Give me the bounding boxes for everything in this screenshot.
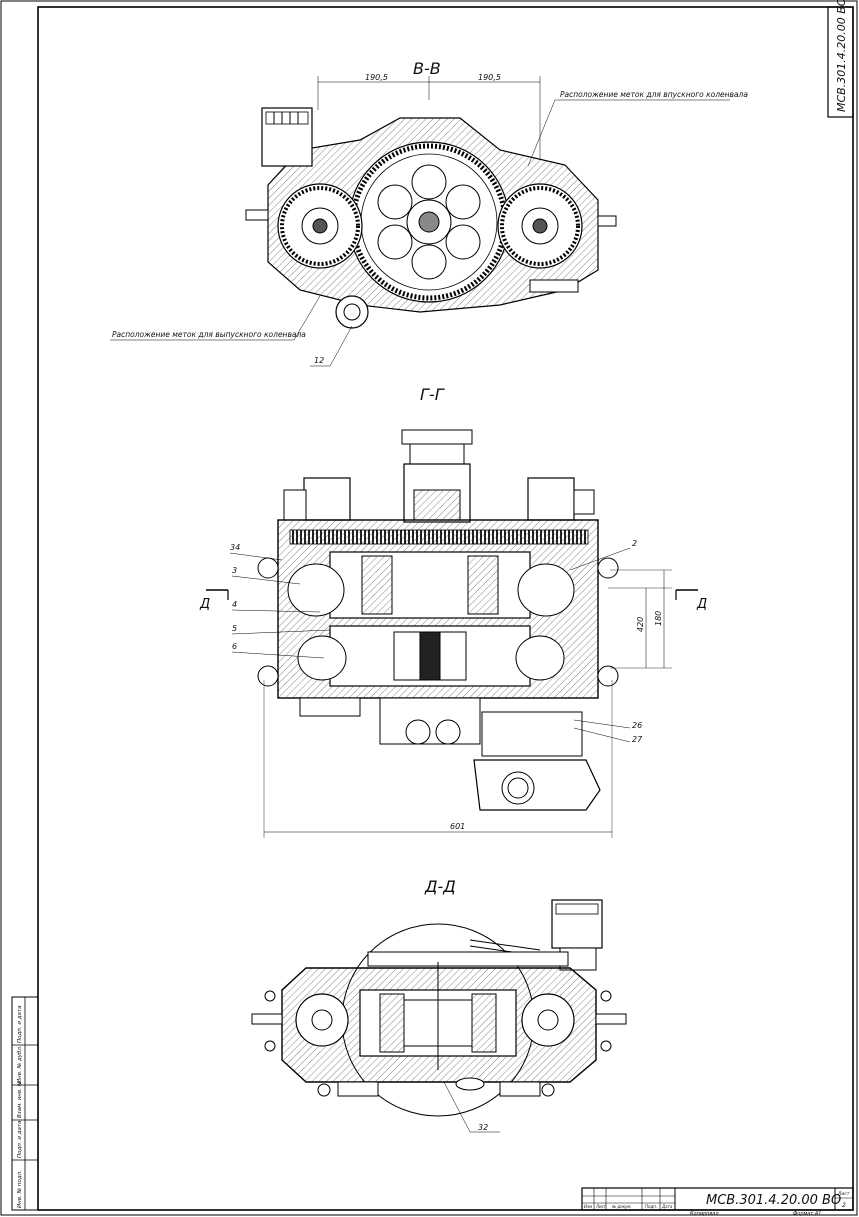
bv-dim-right: 190,5 — [478, 73, 501, 82]
title-block: Изм Лист № докум. Подп. Дата МСВ.301.4.2… — [581, 1187, 854, 1217]
bv-dim-left: 190,5 — [365, 73, 388, 82]
gg-dim-180: 180 — [654, 611, 663, 626]
top-drawing-code: МСВ.301.4.20.00 ВО — [835, 0, 848, 112]
format-label: Формат А1 — [793, 1211, 821, 1217]
gg-callout-26: 26 — [632, 721, 642, 730]
gg-callout-34: 34 — [230, 543, 240, 552]
row-label-doc: № докум. — [611, 1204, 632, 1209]
gg-cylinder-top — [329, 551, 531, 619]
strip-label-1: Подп. и дата — [17, 1005, 23, 1043]
gg-callout-4: 4 — [232, 600, 237, 609]
left-strip: Подп. и дата Инв. № дубл. Взам. инв. № П… — [11, 996, 39, 1211]
dd-callout-32: 32 — [478, 1123, 488, 1132]
bv-note-exhaust: Расположение меток для выпускного коленв… — [112, 330, 306, 339]
strip-label-4: Подп. и дата — [17, 1120, 23, 1158]
strip-label-5: Инв. № подл. — [17, 1170, 23, 1208]
top-code-box: МСВ.301.4.20.00 ВО — [827, 0, 854, 118]
section-gg: Г-Г — [199, 385, 707, 838]
gg-cut-right: Д — [696, 597, 707, 612]
row-label-izm: Изм — [584, 1204, 592, 1209]
section-bv-title: В-В — [413, 59, 441, 78]
row-label-list: Лист — [595, 1204, 607, 1209]
section-bv: В-В 190,5 190,5 Расположение меток для в… — [110, 59, 748, 367]
drawing-frame — [37, 6, 854, 1211]
sheet-number: 2 — [842, 1202, 846, 1209]
gg-dim-601: 601 — [450, 822, 465, 831]
row-label-sign: Подп. — [645, 1204, 657, 1209]
gg-callouts-left: 34 3 4 5 6 — [229, 543, 331, 659]
gg-callouts-right: 2 26 27 — [569, 539, 643, 744]
strip-label-2: Инв. № дубл. — [17, 1045, 23, 1083]
section-dd-title: Д-Д — [424, 877, 456, 896]
title-block-code: МСВ.301.4.20.00 ВО — [706, 1193, 841, 1208]
section-dd: Д-Д 32 — [251, 877, 627, 1133]
bv-callout-12: 12 — [314, 356, 324, 365]
bv-note-intake: Расположение меток для впускного коленва… — [560, 90, 748, 99]
section-gg-title: Г-Г — [420, 385, 445, 404]
copied-label: Копировал — [690, 1211, 719, 1217]
gg-callout-2: 2 — [632, 539, 637, 548]
sheet-label: Лист — [837, 1191, 850, 1197]
bv-oil-filter — [261, 107, 313, 167]
gg-callout-5: 5 — [232, 624, 237, 633]
gg-cut-left: Д — [199, 597, 210, 612]
row-label-date: Дата — [661, 1204, 673, 1209]
gg-dim-420: 420 — [636, 617, 645, 632]
gg-callout-6: 6 — [232, 642, 237, 651]
gg-callout-27: 27 — [632, 735, 643, 744]
gg-callout-3: 3 — [232, 566, 237, 575]
strip-label-3: Взам. инв. № — [17, 1080, 23, 1118]
